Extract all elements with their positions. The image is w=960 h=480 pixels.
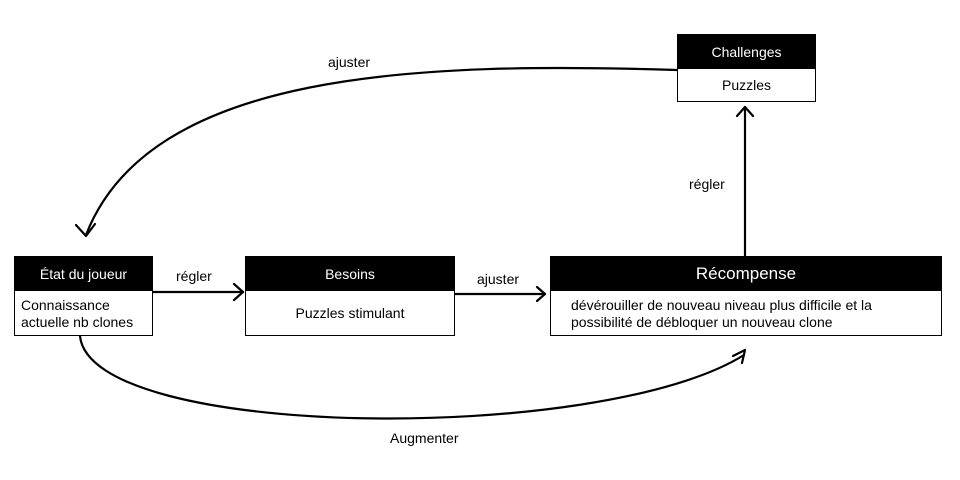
node-challenges: Challenges Puzzles xyxy=(677,34,816,102)
node-etat-du-joueur: État du joueur Connaissance actuelle nb … xyxy=(14,256,153,336)
node-etat-line-1: Connaissance xyxy=(21,297,110,313)
node-challenges-body: Puzzles xyxy=(721,76,772,93)
arrowhead-recompense-bottom xyxy=(731,348,747,365)
arrowhead-recompense-left xyxy=(535,285,547,303)
edge-etat-to-recompense xyxy=(78,334,746,420)
arrowhead-besoins xyxy=(232,282,245,302)
edge-label-regler-recompense-challenges: régler xyxy=(689,176,725,192)
node-recompense-title: Récompense xyxy=(551,257,941,291)
node-recompense: Récompense dévérouiller de nouveau nivea… xyxy=(550,256,942,336)
node-recompense-body: dévérouiller de nouveau niveau plus diff… xyxy=(551,291,941,337)
node-etat-body: Connaissance actuelle nb clones xyxy=(15,291,152,337)
node-besoins-title: Besoins xyxy=(246,257,454,291)
node-besoins: Besoins Puzzles stimulant xyxy=(245,256,455,336)
arrowhead-etat-top xyxy=(74,222,97,238)
edge-label-ajuster-top: ajuster xyxy=(328,54,371,70)
node-etat-line-2: actuelle nb clones xyxy=(21,314,134,330)
edge-label-ajuster-besoins-recompense: ajuster xyxy=(477,271,520,287)
node-besoins-body: Puzzles stimulant xyxy=(295,304,405,321)
edge-challenges-to-etat xyxy=(84,66,679,237)
arrowhead-challenges xyxy=(735,105,755,118)
node-recompense-line-2: possibilité de débloquer un nouveau clon… xyxy=(571,314,833,330)
edge-label-augmenter: Augmenter xyxy=(390,430,459,446)
edge-label-regler-etat-besoins: régler xyxy=(176,268,212,284)
node-etat-title: État du joueur xyxy=(15,257,152,291)
node-recompense-line-1: dévérouiller de nouveau niveau plus diff… xyxy=(571,297,872,313)
node-challenges-title: Challenges xyxy=(678,35,815,69)
